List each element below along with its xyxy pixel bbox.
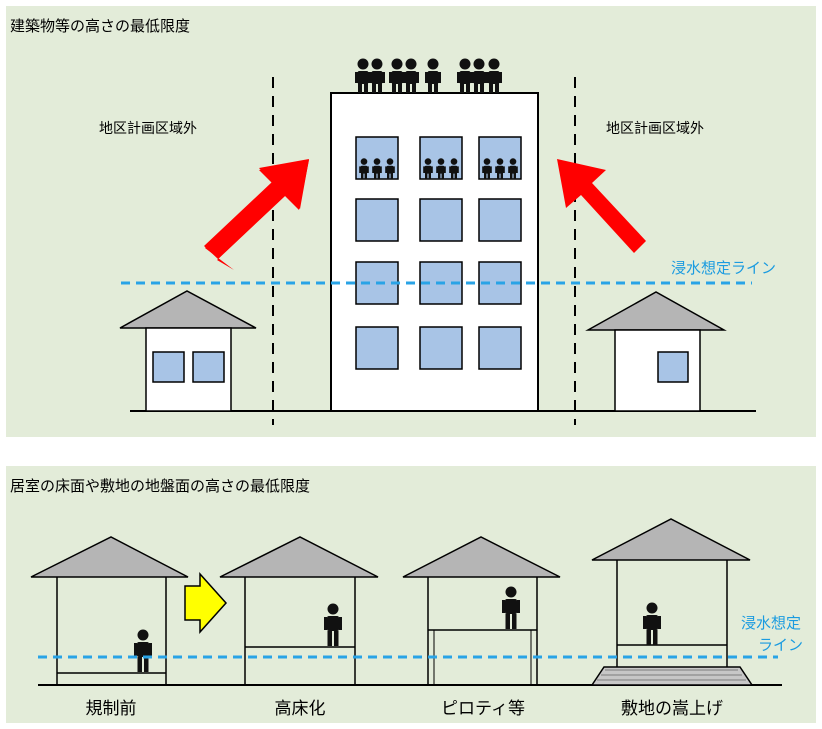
bottom-panel-title: 居室の床面や敷地の地盤面の高さの最低限度 — [10, 477, 311, 495]
flood-line-label-bottom-2: ライン — [758, 636, 804, 654]
caption-raised-floor: 高床化 — [274, 699, 326, 719]
flood-line-label-bottom-1: 浸水想定 — [741, 614, 802, 632]
small-house-right — [585, 291, 727, 412]
red-arrow-right — [557, 159, 646, 253]
house-site-raised — [590, 518, 754, 686]
label-outside-district-right: 地区計画区域外 — [606, 121, 704, 137]
house-pilotis — [402, 536, 561, 685]
red-arrow-left — [204, 159, 309, 270]
caption-site-raised: 敷地の嵩上げ — [621, 699, 723, 719]
caption-before-regulation: 規制前 — [85, 699, 137, 719]
small-house-left — [119, 290, 257, 412]
house-raised-floor — [219, 536, 379, 685]
label-outside-district-left: 地区計画区域外 — [99, 121, 197, 137]
house-before-regulation — [30, 536, 189, 685]
flood-line-label-top: 浸水想定ライン — [671, 259, 777, 277]
caption-pilotis: ピロティ等 — [441, 699, 525, 719]
top-panel-title: 建築物等の高さの最低限度 — [10, 17, 191, 35]
yellow-arrow — [184, 572, 228, 634]
